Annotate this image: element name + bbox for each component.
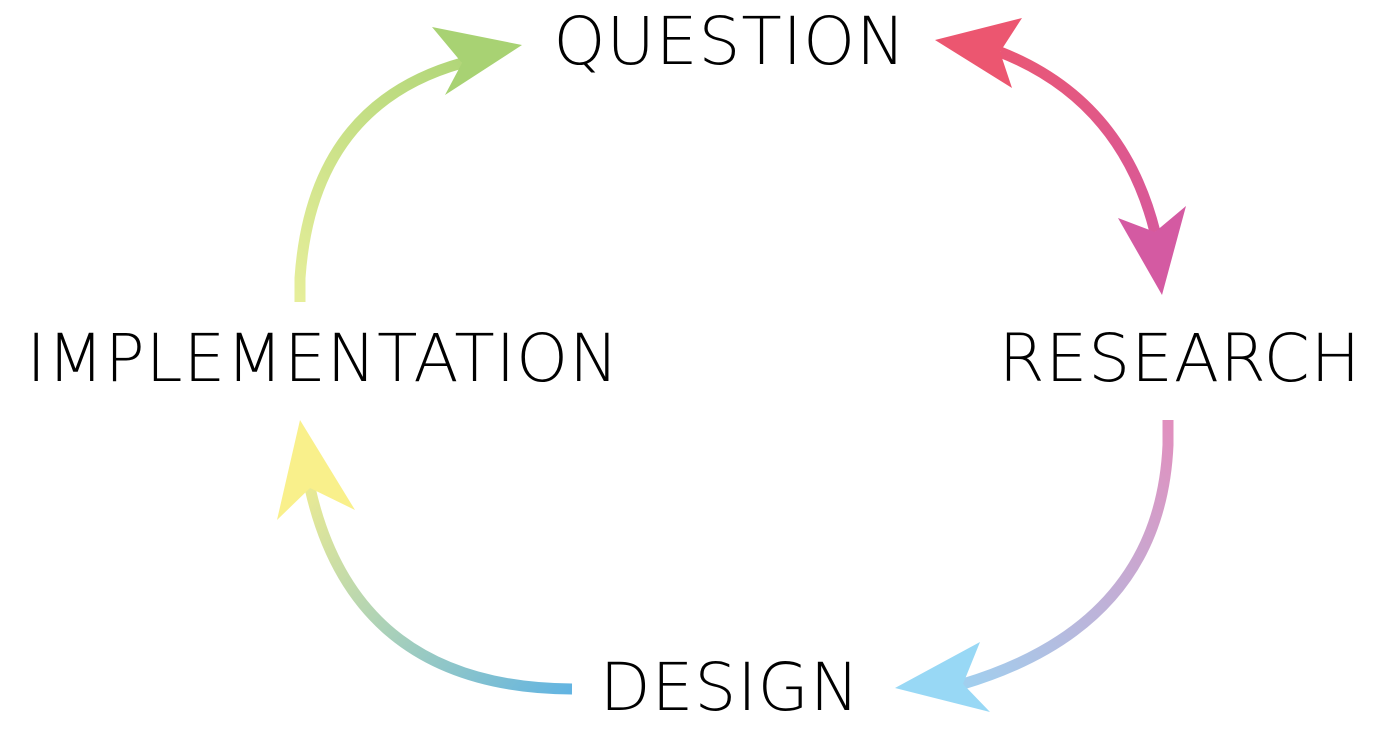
arrow-question-research xyxy=(935,18,1186,295)
arrow-implementation-question xyxy=(294,27,522,302)
arrowhead-design-end-icon xyxy=(895,642,990,712)
arrow-shaft xyxy=(304,486,573,695)
arrowhead-research-end-icon xyxy=(1118,206,1186,295)
stage-label-implementation: IMPLEMENTATION xyxy=(26,320,619,397)
arrow-design-implementation xyxy=(277,420,573,695)
arrowhead-question-start-icon xyxy=(432,27,522,95)
arrow-research-design xyxy=(895,420,1174,712)
stage-label-research: RESEARCH xyxy=(999,320,1362,397)
arrow-shaft xyxy=(997,46,1161,234)
arrowhead-question-end-icon xyxy=(935,18,1022,88)
arrow-shaft xyxy=(961,420,1174,690)
stage-label-design: DESIGN xyxy=(600,649,860,726)
arrowhead-implementation-end-icon xyxy=(277,420,355,520)
stage-label-question: QUESTION xyxy=(554,3,907,80)
arrow-shaft xyxy=(294,57,464,302)
